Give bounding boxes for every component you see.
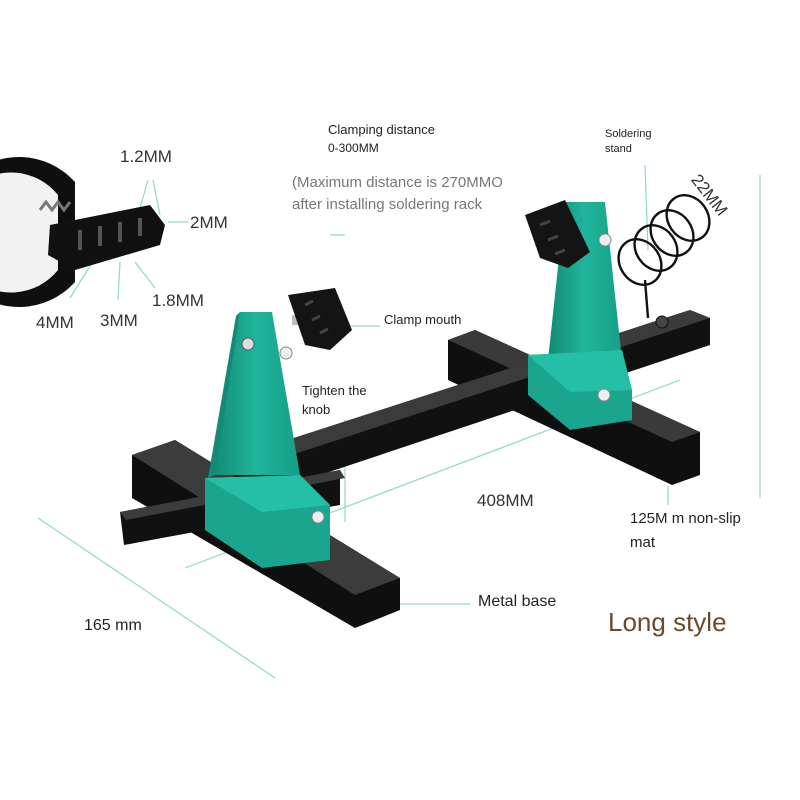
long-style-label: Long style	[608, 607, 727, 637]
jaw-dim-1-8mm: 1.8MM	[152, 291, 204, 310]
jaw-dim-2mm: 2MM	[190, 213, 228, 232]
right-upright	[528, 202, 632, 430]
non-slip-mat-label-line2: mat	[630, 534, 656, 551]
right-clamp-head	[525, 200, 590, 268]
soldering-leader	[644, 164, 649, 251]
jaw-leaders	[69, 179, 188, 301]
tighten-knob-label-line1: Tighten the	[302, 383, 367, 398]
soldering-stand-label-line2: stand	[605, 143, 632, 155]
max-distance-note-line2: after installing soldering rack	[292, 196, 483, 213]
clamping-distance-range: 0-300MM	[328, 141, 379, 155]
width-dimension-label: 165 mm	[84, 617, 142, 634]
soldering-spring	[617, 194, 711, 319]
left-clamp-head	[288, 288, 352, 350]
stand-screw	[655, 315, 669, 329]
jaw-dim-3mm: 3MM	[100, 311, 138, 330]
tighten-knob-label-line2: knob	[302, 402, 331, 417]
soldering-stand-label-line1: Soldering	[605, 128, 652, 140]
jaw-dim-1-2mm: 1.2MM	[120, 147, 172, 166]
max-distance-note-line1: (Maximum distance is 270MMO	[292, 174, 503, 191]
jaw-dim-4mm: 4MM	[36, 313, 74, 332]
jaw-detail-inset	[0, 157, 165, 307]
width-dimension-line	[37, 517, 276, 679]
clamping-distance-title: Clamping distance	[328, 122, 435, 137]
length-dimension-label: 408MM	[477, 491, 534, 510]
clamp-mouth-label: Clamp mouth	[384, 312, 462, 327]
non-slip-mat-label-line1: 125M m non-slip	[630, 510, 741, 527]
left-upright	[205, 312, 330, 568]
metal-base-label: Metal base	[478, 593, 557, 610]
